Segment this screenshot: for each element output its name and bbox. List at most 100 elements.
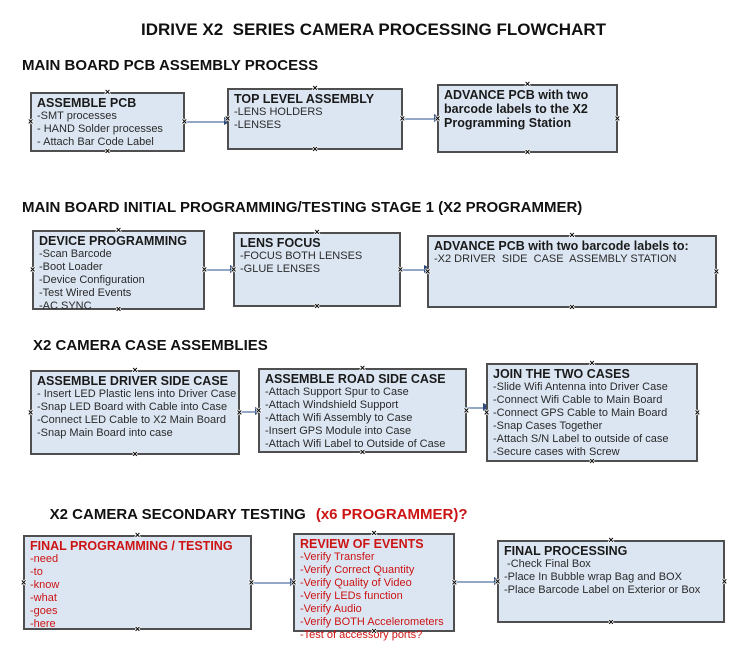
arrow-line: [399, 268, 427, 271]
connection-handle-icon: ×: [314, 301, 320, 311]
connection-handle-icon: ×: [30, 264, 36, 275]
box-item: -Verify Audio: [300, 603, 362, 615]
connection-handle-icon: ×: [28, 116, 34, 127]
box-item: -Connect LED Cable to X2 Main Board: [37, 414, 226, 426]
box-item: - Insert LED Plastic lens into Driver Ca…: [37, 388, 237, 400]
flow-arrow: [250, 578, 298, 587]
box-title: LENS FOCUS: [240, 236, 321, 250]
box-item: -Attach Wifi Assembly to Case: [265, 412, 413, 424]
box-item: -AC SYNC: [39, 300, 92, 312]
box-item: -Scan Barcode: [39, 248, 112, 260]
flow-arrow: [453, 577, 502, 586]
box-item: -Slide Wifi Antenna into Driver Case: [493, 381, 668, 393]
box-title: FINAL PROCESSING: [504, 544, 628, 558]
page-title: IDRIVE X2 SERIES CAMERA PROCESSING FLOWC…: [140, 20, 607, 39]
flow-box-advance-pcb-driver-side: ADVANCE PCB with two barcode labels to: …: [425, 231, 719, 312]
box-item: -Snap Main Board into case: [37, 427, 173, 439]
flow-box-final-programming-testing: FINAL PROGRAMMING / TESTING -need -to -k…: [21, 531, 254, 634]
box-title: DEVICE PROGRAMMING: [39, 234, 187, 248]
box-item: -Check Final Box: [504, 558, 591, 570]
section-heading-secondary-testing: X2 CAMERA SECONDARY TESTING (x6 PROGRAMME…: [33, 489, 468, 540]
flow-box-top-level-assembly: TOP LEVEL ASSEMBLY -LENS HOLDERS -LENSES…: [225, 84, 405, 154]
connection-handle-icon: ×: [312, 144, 318, 154]
box-item: -Boot Loader: [39, 261, 103, 273]
arrow-line: [238, 410, 258, 413]
connection-handle-icon: ×: [569, 302, 575, 312]
box-item: -Verify Transfer: [300, 551, 375, 563]
box-item: -FOCUS BOTH LENSES: [240, 250, 363, 262]
box-item: -Attach Wifi Label to Outside of Case: [265, 438, 446, 450]
flow-arrow: [183, 117, 232, 126]
flow-box-assemble-pcb: ASSEMBLE PCB -SMT processes - HAND Solde…: [28, 88, 187, 156]
box-item: -Snap LED Board with Cable into Case: [37, 401, 228, 413]
box-title: FINAL PROGRAMMING / TESTING: [30, 539, 233, 553]
box-item: -X2 DRIVER SIDE CASE ASSEMBLY STATION: [434, 253, 677, 265]
section-heading-red-suffix: (x6 PROGRAMMER)?: [315, 506, 468, 523]
box-item: - HAND Solder processes: [37, 123, 163, 135]
connection-handle-icon: ×: [28, 407, 34, 417]
box-title: JOIN THE TWO CASES: [493, 367, 630, 381]
arrow-line: [250, 581, 293, 584]
box-item: -Verify LEDs function: [300, 590, 403, 602]
flow-box-device-programming: DEVICE PROGRAMMING -Scan Barcode -Boot L…: [30, 226, 207, 314]
arrow-line: [401, 117, 437, 120]
box-item: -Attach Windshield Support: [265, 399, 399, 411]
box-item: -Place In Bubble wrap Bag and BOX: [504, 571, 682, 583]
section-heading-pcb-assembly: MAIN BOARD PCB ASSEMBLY PROCESS: [22, 57, 319, 74]
box-item: -Device Configuration: [39, 274, 145, 286]
flow-box-join-the-two-cases: JOIN THE TWO CASES -Slide Wifi Antenna i…: [484, 359, 700, 466]
box-item: -LENS HOLDERS: [234, 106, 323, 118]
box-item: -Attach S/N Label to outside of case: [493, 433, 669, 445]
box-item: -Verify Correct Quantity: [300, 564, 415, 576]
box-item: -here: [30, 618, 56, 630]
box-item: -goes: [30, 605, 58, 617]
box-title: ASSEMBLE DRIVER SIDE CASE: [37, 374, 229, 388]
arrow-line: [465, 406, 486, 409]
box-item: -Connect Wifi Cable to Main Board: [493, 394, 663, 406]
section-heading-case-assemblies: X2 CAMERA CASE ASSEMBLIES: [33, 337, 268, 354]
box-item: -Snap Cases Together: [493, 420, 603, 432]
box-title: TOP LEVEL ASSEMBLY: [234, 92, 375, 106]
box-item: -GLUE LENSES: [240, 263, 321, 275]
connection-handle-icon: ×: [132, 449, 138, 459]
connection-handle-icon: ×: [21, 577, 27, 587]
arrow-line: [453, 580, 497, 583]
arrow-line: [203, 268, 233, 271]
box-title: ADVANCE PCB with two barcode labels to:: [434, 239, 689, 253]
box-item: -know: [30, 579, 60, 591]
box-item: - Attach Bar Code Label: [37, 136, 154, 148]
box-title: ASSEMBLE ROAD SIDE CASE: [265, 372, 446, 386]
connection-handle-icon: ×: [608, 617, 614, 627]
flow-box-assemble-driver-side-case: ASSEMBLE DRIVER SIDE CASE - Insert LED P…: [28, 366, 242, 459]
connection-handle-icon: ×: [524, 147, 531, 157]
section-heading-text: X2 CAMERA SECONDARY TESTING: [49, 506, 306, 523]
box-item: -what: [30, 592, 57, 604]
box-item: -Attach Support Spur to Case: [265, 386, 409, 398]
connection-handle-icon: ×: [694, 407, 700, 417]
box-item: -Verify BOTH Accelerometers: [300, 616, 444, 628]
box-item: -Connect GPS Cable to Main Board: [493, 407, 668, 419]
box-item: -SMT processes: [37, 110, 117, 122]
section-heading-initial-programming: MAIN BOARD INITIAL PROGRAMMING/TESTING S…: [22, 199, 583, 216]
box-item: -need: [30, 553, 59, 565]
box-item: -Insert GPS Module into Case: [265, 425, 412, 437]
flow-box-advance-pcb-programming-station: ADVANCE PCB with two barcode labels to t…: [435, 80, 620, 157]
box-title: ADVANCE PCB with two barcode labels to t…: [444, 88, 589, 130]
arrow-line: [183, 120, 227, 123]
connection-handle-icon: ×: [713, 266, 719, 276]
flow-box-assemble-road-side-case: ASSEMBLE ROAD SIDE CASE -Attach Support …: [256, 364, 469, 457]
box-title: ASSEMBLE PCB: [37, 96, 137, 110]
flow-box-final-processing: FINAL PROCESSING -Check Final Box -Place…: [495, 536, 727, 627]
box-item: -Test Wired Events: [39, 287, 132, 299]
flow-arrow: [401, 114, 442, 123]
box-item: -to: [30, 566, 43, 578]
flow-box-lens-focus: LENS FOCUS -FOCUS BOTH LENSES -GLUE LENS…: [231, 228, 403, 311]
box-item: -Place Barcode Label on Exterior or Box: [504, 584, 701, 596]
connection-handle-icon: ×: [614, 113, 620, 123]
box-item: -Test of accessory ports?: [300, 629, 423, 641]
box-item: -Secure cases with Screw: [493, 446, 620, 458]
box-item: -Verify Quality of Video: [300, 577, 412, 589]
box-item: -LENSES: [234, 119, 282, 131]
flow-box-review-of-events: REVIEW OF EVENTS -Verify Transfer -Verif…: [291, 529, 457, 642]
